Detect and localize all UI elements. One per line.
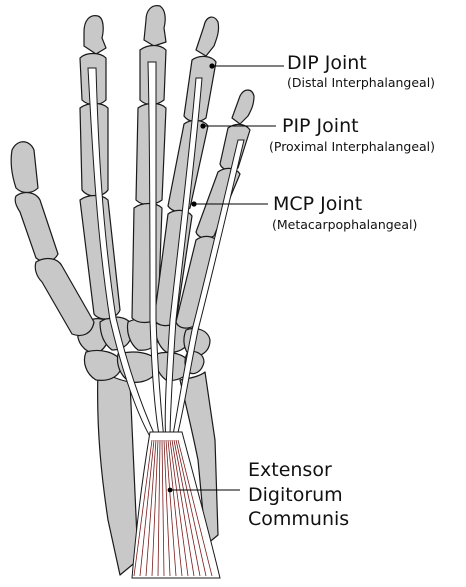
edc-label-line2: Digitorum [248, 483, 349, 508]
little-distal-phalanx [232, 90, 254, 124]
edc-marker [168, 488, 173, 493]
pip-joint-title: PIP Joint [282, 117, 359, 136]
ring-distal-phalanx [196, 17, 219, 56]
pip-joint-subtitle: (Proximal Interphalangeal) [269, 141, 435, 154]
edc-label-line1: Extensor [248, 458, 349, 483]
thumb-distal-phalanx [11, 142, 38, 193]
thumb-metacarpal [35, 259, 94, 336]
radius-bone [98, 370, 138, 575]
dip-joint-subtitle: (Distal Interphalangeal) [287, 77, 435, 90]
middle-distal-phalanx [144, 6, 166, 46]
index-distal-phalanx [84, 16, 106, 54]
dip-joint-marker [209, 63, 214, 68]
mcp-joint-title: MCP Joint [273, 195, 362, 214]
dip-joint-title: DIP Joint [287, 54, 367, 73]
mcp-joint-marker [191, 201, 196, 206]
thumb-proximal-phalanx [15, 193, 58, 262]
edc-label-line3: Communis [248, 507, 349, 532]
edc-label: Extensor Digitorum Communis [248, 458, 349, 532]
carpal-bone [84, 350, 122, 380]
pip-joint-marker [200, 123, 205, 128]
mcp-joint-subtitle: (Metacarpophalangeal) [272, 219, 417, 232]
